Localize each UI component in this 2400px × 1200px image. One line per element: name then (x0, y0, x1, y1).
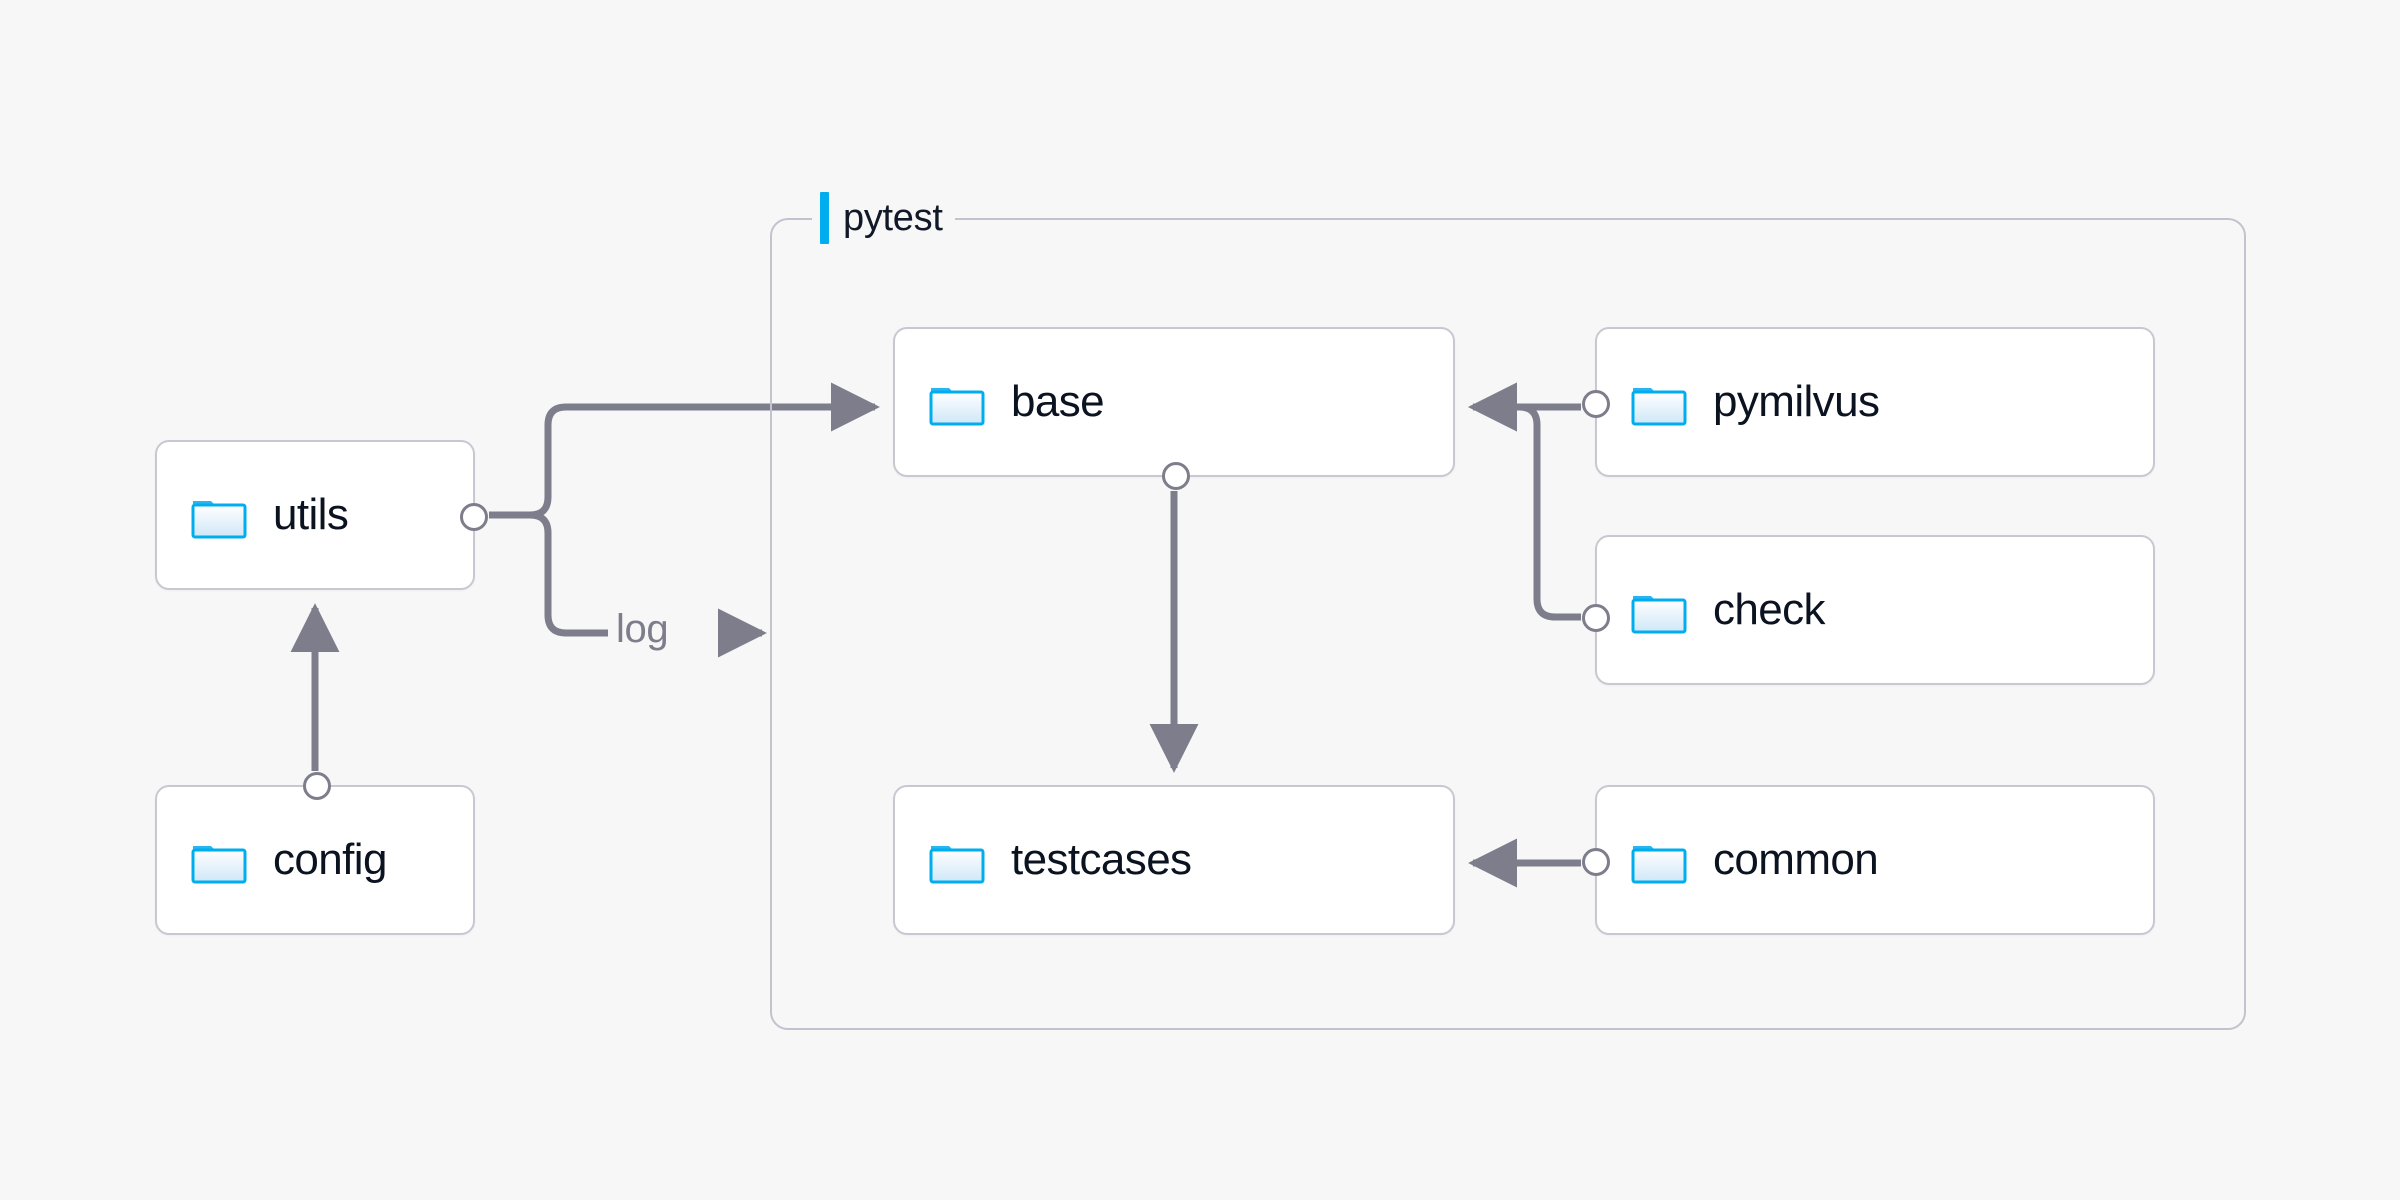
pytest-group-label: pytest (812, 191, 955, 245)
port-config-top[interactable] (303, 772, 331, 800)
folder-icon (1631, 596, 1687, 634)
folder-icon (1631, 846, 1687, 884)
pytest-group-container[interactable] (770, 218, 2246, 1030)
node-pymilvus-label: pymilvus (1713, 377, 1880, 426)
folder-icon (929, 846, 985, 884)
node-pymilvus[interactable]: pymilvus (1582, 327, 2155, 477)
folder-icon (191, 501, 247, 539)
port-pymilvus-left[interactable] (1582, 390, 1610, 418)
node-check-label: check (1713, 585, 1826, 634)
node-config-label: config (273, 835, 387, 884)
node-config[interactable]: config (155, 772, 475, 935)
group-title-text: pytest (843, 196, 943, 239)
edge-check-to-base (1468, 382, 1581, 621)
node-utils[interactable]: utils (155, 440, 488, 590)
folder-icon (1631, 388, 1687, 426)
group-accent-bar (820, 192, 829, 244)
port-check-left[interactable] (1582, 604, 1610, 632)
node-common[interactable]: common (1582, 785, 2155, 935)
port-common-left[interactable] (1582, 848, 1610, 876)
edge-label-log: log (608, 607, 677, 652)
node-common-label: common (1713, 835, 1879, 884)
node-testcases-label: testcases (1011, 835, 1192, 884)
port-utils-right[interactable] (460, 503, 488, 531)
folder-icon (191, 846, 247, 884)
node-utils-label: utils (273, 490, 349, 539)
node-base[interactable]: base (893, 327, 1455, 490)
node-check[interactable]: check (1582, 535, 2155, 685)
edge-utils-to-log (489, 511, 620, 637)
port-base-bottom[interactable] (1162, 462, 1190, 490)
node-base-label: base (1011, 377, 1105, 426)
folder-icon (929, 388, 985, 426)
node-testcases[interactable]: testcases (893, 785, 1455, 935)
